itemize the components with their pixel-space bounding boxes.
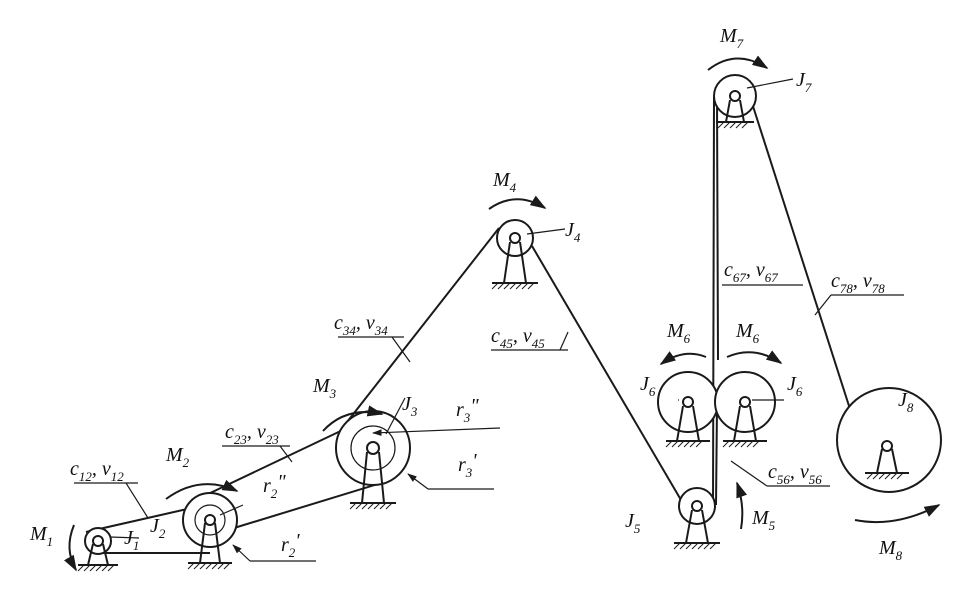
pulley-j7 [713, 74, 757, 129]
pulley-j6-right [714, 371, 776, 448]
label-belt-56: c56, ν56 [768, 461, 822, 487]
pulley-j2-inner [194, 504, 226, 536]
pulley-j1-hub [92, 535, 104, 547]
pulley-j3-hub [366, 441, 380, 455]
pulley-j3-support [350, 451, 396, 504]
label-m2: M2 [165, 444, 190, 470]
label-r3-prime: r3' [458, 450, 477, 480]
label-j2: J2 [150, 515, 166, 541]
pulley-j2 [182, 492, 238, 570]
label-belt-34: c34, ν34 [334, 312, 388, 338]
label-j3: J3 [402, 393, 418, 419]
pulley-j7-hub [729, 90, 741, 102]
pulley-j6-left-support [666, 405, 710, 442]
label-m6b: M6 [735, 320, 760, 346]
label-m6a: M6 [666, 320, 691, 346]
label-m3: M3 [312, 375, 337, 401]
pulley-j5-hub [691, 500, 703, 512]
label-j4: J4 [565, 219, 581, 245]
moment-5-arrow [736, 481, 748, 530]
pulley-j8-hub [881, 440, 893, 452]
label-belt-23: c23, ν23 [225, 421, 279, 447]
label-j5: J5 [625, 510, 641, 536]
label-belt-12: c12, ν12 [70, 458, 124, 484]
moment-8-arrow [854, 504, 941, 524]
label-belt-67: c67, ν67 [724, 259, 778, 285]
label-m1: M1 [29, 523, 53, 549]
belt-34-left [339, 227, 500, 432]
pulley-j6-left [657, 371, 719, 448]
labels: M1 M2 M3 M4 M5 M6 M6 M7 M8 J1 J2 J3 J4 J… [29, 25, 914, 563]
label-r2-double-prime: r2" [263, 471, 286, 501]
label-r3-double-prime: r3" [456, 395, 479, 425]
label-m7: M7 [719, 25, 744, 51]
label-belt-45: c45, ν45 [491, 325, 545, 351]
label-j1: J1 [124, 527, 139, 553]
pulley-j2-support [188, 522, 232, 564]
label-m5: M5 [751, 507, 776, 533]
belt-78 [750, 99, 867, 460]
pulley-j6-right-hub [739, 396, 751, 408]
label-m4: M4 [492, 169, 517, 195]
pulley-j5-support [674, 509, 720, 544]
moment-1-arrow [63, 524, 77, 572]
belt-67-right [716, 95, 719, 361]
moment-7-arrow [707, 55, 769, 71]
moment-4-arrow [488, 195, 547, 210]
pulley-j1 [77, 527, 118, 572]
pulley-j2-hub [204, 514, 216, 526]
pulley-j6-left-hub [682, 396, 694, 408]
pulley-j8-rim [836, 387, 942, 493]
belt-45 [531, 245, 682, 501]
belt-67-left [712, 95, 715, 514]
moment-2-arrow [165, 479, 239, 500]
label-r2-prime: r2' [281, 530, 300, 560]
moment-3-arrow [322, 405, 384, 432]
label-j7: J7 [796, 69, 812, 95]
label-j8: J8 [898, 389, 914, 415]
belt-56 [715, 405, 718, 506]
label-j6a: J6 [640, 373, 656, 399]
pulley-j4-support [492, 241, 538, 284]
pulley-j5 [673, 487, 720, 550]
leader-lines [74, 78, 904, 562]
pulley-j3-inner [350, 425, 396, 471]
moment-6b-arrow [726, 350, 783, 364]
pulley-j6-right-support [723, 405, 767, 442]
label-m8: M8 [878, 537, 903, 563]
label-belt-78: c78, ν78 [831, 270, 885, 296]
label-j6b: J6 [787, 373, 803, 399]
pulley-j4 [491, 219, 538, 290]
moment-arrows [63, 55, 941, 572]
pulley-j1-support [78, 543, 118, 566]
pulley-j8 [836, 387, 942, 493]
belt-12-upper [85, 506, 197, 533]
pulley-j4-hub [509, 232, 521, 244]
moment-6a-arrow [659, 351, 707, 365]
